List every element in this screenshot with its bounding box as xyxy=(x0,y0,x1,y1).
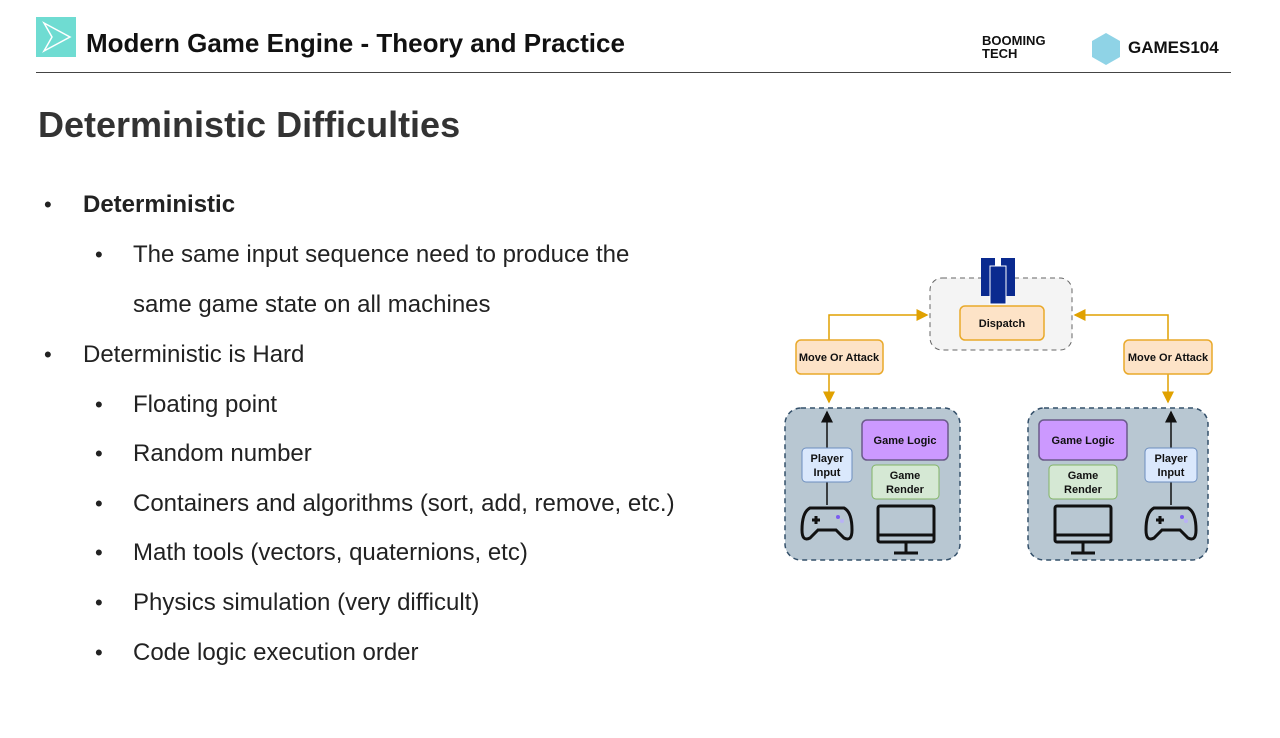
slide-title: Deterministic Difficulties xyxy=(38,104,461,145)
header-divider xyxy=(36,72,1231,73)
svg-text:Input: Input xyxy=(1158,467,1185,479)
bullet-item: Floating point xyxy=(133,391,278,418)
arrow-left-to-dispatch xyxy=(828,309,929,340)
bullet-item: Code logic execution order xyxy=(133,639,419,666)
arrow-right-to-dispatch xyxy=(1073,309,1169,340)
course-logo-icon xyxy=(36,17,76,57)
bullet-item: The same input sequence need to produce … xyxy=(133,241,630,268)
game-render-right xyxy=(1048,464,1118,500)
server-icon xyxy=(981,258,1015,305)
bullet-item: Containers and algorithms (sort, add, re… xyxy=(133,490,675,517)
monitor-icon xyxy=(1053,504,1113,555)
svg-text:Input: Input xyxy=(814,467,841,479)
svg-text:Game: Game xyxy=(890,470,921,482)
move-right-label: Move Or Attack xyxy=(1128,352,1209,364)
game-render-left xyxy=(871,464,940,500)
game-logic-right xyxy=(1038,419,1128,461)
bullet-item: Random number xyxy=(133,440,312,467)
svg-text:Player: Player xyxy=(1154,453,1188,465)
games104-logo: GAMES104 xyxy=(1128,38,1219,57)
svg-text:Player: Player xyxy=(810,453,844,465)
bullet-item: same game state on all machines xyxy=(133,291,491,318)
dispatch-box xyxy=(959,305,1045,341)
bullet-item: Deterministic is Hard xyxy=(83,341,305,368)
svg-text:Game: Game xyxy=(1068,470,1099,482)
bullet-item: Physics simulation (very difficult) xyxy=(133,589,480,616)
svg-text:Game Logic: Game Logic xyxy=(1052,435,1115,447)
monitor-icon xyxy=(876,504,936,555)
player-input-right xyxy=(1144,447,1198,483)
svg-text:Render: Render xyxy=(886,484,925,496)
game-logic-left xyxy=(861,419,949,461)
svg-text:Game Logic: Game Logic xyxy=(874,435,937,447)
gamepad-icon xyxy=(800,506,854,541)
gamepad-icon xyxy=(1144,506,1198,541)
move-or-attack-left xyxy=(795,339,884,375)
move-left-label: Move Or Attack xyxy=(799,352,880,364)
header-title: Modern Game Engine - Theory and Practice xyxy=(86,28,625,58)
move-or-attack-right xyxy=(1123,339,1213,375)
bullet-item: Deterministic xyxy=(83,191,236,218)
dispatch-label: Dispatch xyxy=(979,318,1026,330)
svg-text:Render: Render xyxy=(1064,484,1103,496)
player-input-left xyxy=(801,447,853,483)
bullet-item: Math tools (vectors, quaternions, etc) xyxy=(133,539,528,566)
